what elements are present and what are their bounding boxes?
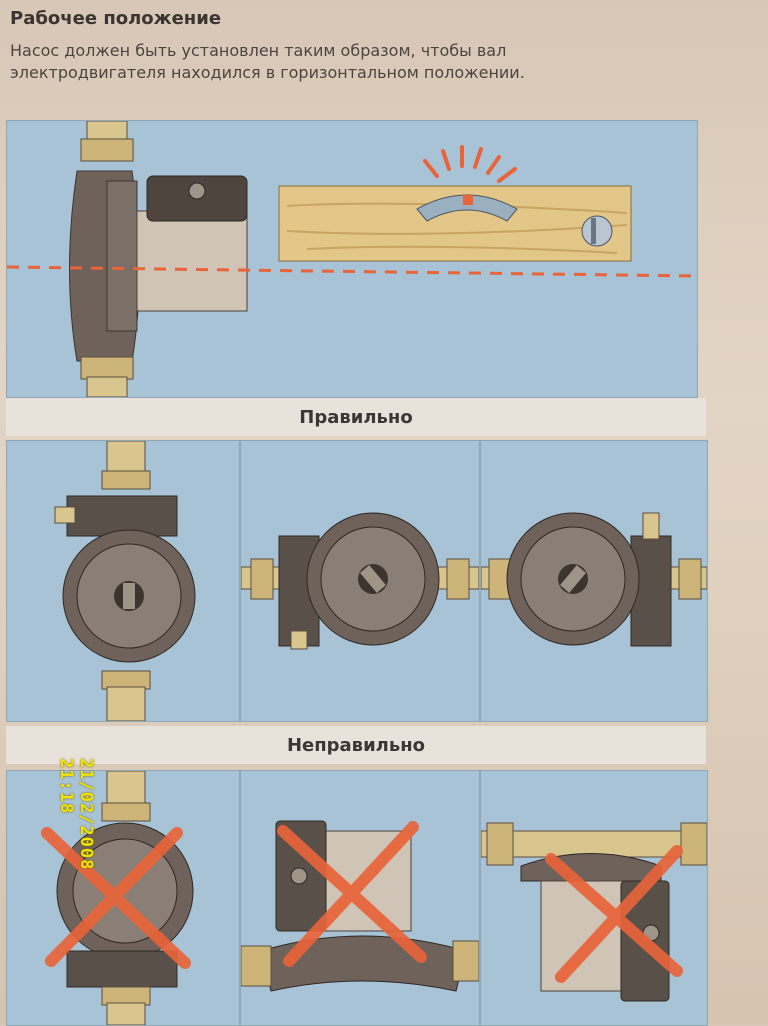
correct-panel-vertical: [6, 440, 240, 722]
correct-panel-horizontal-left: [240, 440, 480, 722]
pump-incorrect-motor-down: [481, 822, 707, 1002]
correct-panel-horizontal-right: [480, 440, 708, 722]
pump-with-level-illustration: [7, 121, 697, 397]
intro-text: Насос должен быть установлен таким образ…: [10, 41, 525, 82]
cross-icon: [277, 821, 427, 967]
section-incorrect-label: Неправильно: [6, 726, 706, 764]
pump-incorrect-motor-up: [241, 820, 479, 992]
pump-correct-horizontal-right: [481, 512, 707, 647]
cross-icon: [41, 827, 191, 969]
incorrect-panel-3: [480, 770, 708, 1026]
level-illustration-panel: [6, 120, 698, 398]
pump-incorrect-vertical-shaft: [41, 771, 194, 1025]
pump-correct-horizontal-left: [241, 512, 479, 650]
page-heading: Рабочее положение: [10, 8, 222, 29]
section-correct-label: Правильно: [6, 398, 706, 436]
photo-timestamp: 21/02/2008 21:18: [56, 758, 96, 871]
pump-correct-vertical: [54, 441, 196, 721]
incorrect-panel-2: [240, 770, 480, 1026]
cross-icon: [545, 845, 683, 983]
incorrect-panel-1: [6, 770, 240, 1026]
